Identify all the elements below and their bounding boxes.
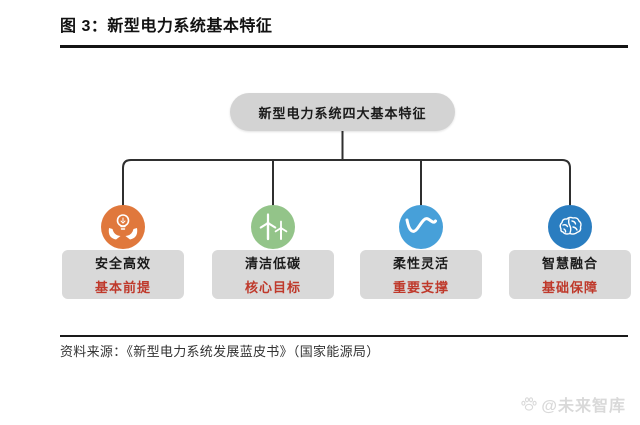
node-subtitle: 核心目标 bbox=[244, 280, 301, 295]
node-icon-circle bbox=[101, 205, 145, 249]
node-subtitle: 基础保障 bbox=[541, 280, 598, 295]
source-text: 资料来源：《新型电力系统发展蓝皮书》（国家能源局） bbox=[60, 344, 380, 359]
node-column-safe-efficient: 安全高效 基本前提 bbox=[62, 205, 184, 300]
watermark: @未来智库 bbox=[520, 392, 626, 416]
watermark-handle: @未来智库 bbox=[541, 398, 626, 415]
node-box: 安全高效 基本前提 bbox=[62, 250, 184, 299]
node-icon-circle bbox=[251, 205, 295, 249]
node-subtitle: 基本前提 bbox=[94, 280, 151, 295]
root-node: 新型电力系统四大基本特征 bbox=[230, 93, 455, 131]
node-title: 智慧融合 bbox=[541, 256, 598, 271]
node-column-clean-lowcarbon: 清洁低碳 核心目标 bbox=[212, 205, 334, 300]
node-title: 安全高效 bbox=[94, 256, 151, 271]
root-node-label: 新型电力系统四大基本特征 bbox=[258, 105, 427, 121]
node-title: 清洁低碳 bbox=[244, 256, 301, 271]
node-box: 智慧融合 基础保障 bbox=[509, 250, 631, 299]
brain-icon bbox=[559, 216, 582, 235]
hands-holding-bulb-icon bbox=[108, 214, 138, 240]
figure-title: 图 3：新型电力系统基本特征 bbox=[60, 18, 273, 35]
node-box: 清洁低碳 核心目标 bbox=[212, 250, 334, 299]
source-rule bbox=[60, 335, 628, 337]
node-column-flexible: 柔性灵活 重要支撑 bbox=[360, 205, 482, 300]
node-subtitle: 重要支撑 bbox=[392, 280, 449, 295]
node-column-smart-integration: 智慧融合 基础保障 bbox=[509, 205, 631, 300]
node-box: 柔性灵活 重要支撑 bbox=[360, 250, 482, 299]
node-icon-circle bbox=[399, 205, 443, 249]
title-rule bbox=[60, 45, 628, 48]
node-icon-circle bbox=[548, 205, 592, 249]
flexibility-wave-icon bbox=[405, 217, 437, 233]
node-title: 柔性灵活 bbox=[392, 256, 449, 271]
wind-turbines-icon bbox=[259, 213, 288, 241]
paw-icon bbox=[521, 397, 538, 411]
